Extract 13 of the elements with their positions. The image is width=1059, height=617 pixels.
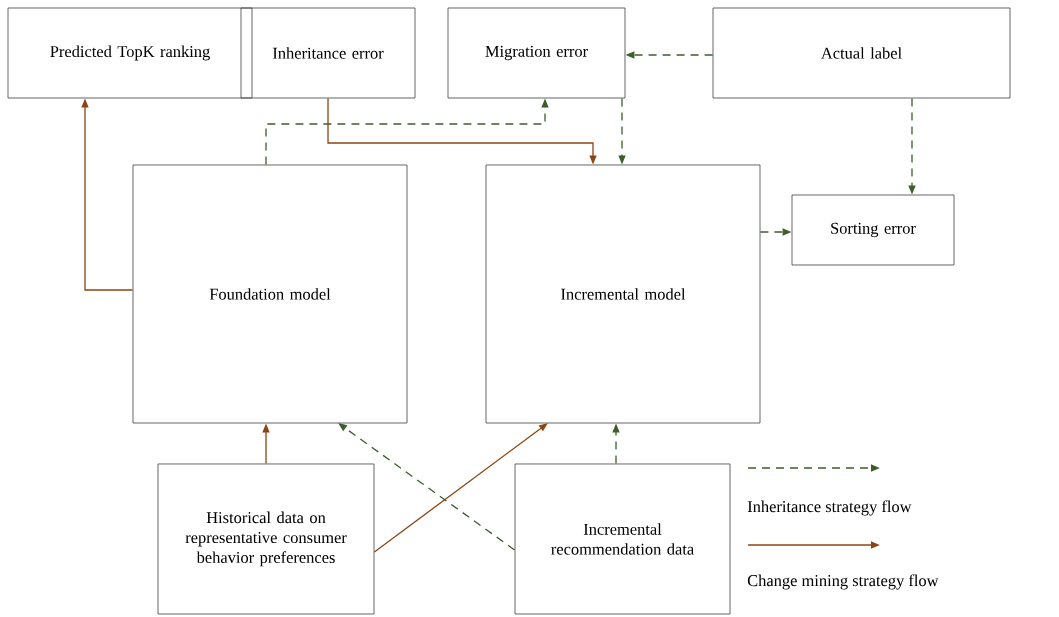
box: Sorting error	[791, 194, 955, 266]
box: Migration error	[447, 7, 626, 99]
box: Inheritance error	[240, 7, 416, 99]
box: Foundation model	[132, 164, 408, 424]
box: Actual label	[712, 7, 1011, 99]
box: Incremental recommendation data	[514, 463, 731, 615]
box: Predicted TopK ranking	[7, 7, 253, 99]
box: Historical data on representative consumer behavior preferences	[157, 463, 375, 615]
arrow	[338, 423, 516, 551]
legend-label: Change mining strategy flow	[747, 574, 939, 590]
arrow	[373, 423, 548, 553]
legend-label: Inheritance strategy flow	[747, 500, 912, 516]
box: Incremental model	[485, 164, 761, 424]
